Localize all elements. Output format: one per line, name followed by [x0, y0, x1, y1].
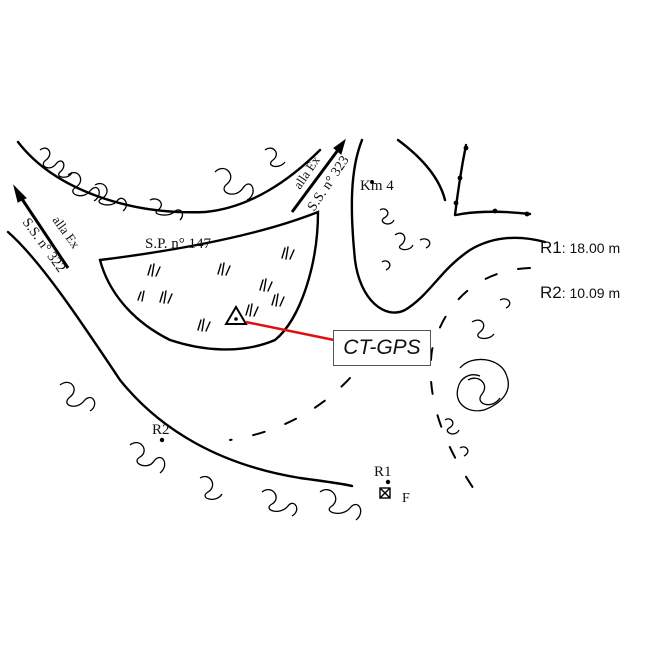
- legend-r2-name: R2: [540, 283, 562, 302]
- station-label-box: CT-GPS: [333, 330, 431, 366]
- road-right-branch: [454, 210, 532, 217]
- label-km4: Km 4: [360, 178, 394, 194]
- legend-r2-value: 10.09 m: [570, 285, 621, 301]
- r1-symbol-icon: [379, 487, 391, 499]
- r2-point-dot: [159, 437, 165, 443]
- grass-tufts: [137, 246, 295, 332]
- legend-r2: R2: 10.09 m: [540, 283, 620, 302]
- legend-r2-sep: :: [562, 285, 570, 301]
- pointer-line: [245, 320, 335, 342]
- shrubs: [39, 147, 511, 521]
- label-r1-point: R1: [374, 464, 392, 480]
- label-sp147: S.P. n° 147: [145, 236, 212, 252]
- legend-r1: R1: 18.00 m: [540, 238, 620, 257]
- arrow-ss323: [290, 138, 346, 213]
- gps-station-marker: [224, 305, 248, 325]
- r1-point-dot: [385, 479, 391, 485]
- label-r2-point: R2: [152, 422, 170, 438]
- radius-r2-arc: [229, 377, 351, 441]
- road-outer-arc: [16, 140, 322, 214]
- arrow-ss322: [13, 184, 70, 269]
- road-ss322-edge: [6, 230, 354, 488]
- legend-r1-name: R1: [540, 238, 562, 257]
- legend-r1-sep: :: [562, 240, 570, 256]
- radius-r1-arc: [429, 267, 531, 506]
- survey-dots: [370, 145, 530, 217]
- station-label: CT-GPS: [343, 336, 421, 359]
- road-km4-island: [350, 138, 547, 314]
- label-f-mark: F: [402, 491, 410, 506]
- legend-r1-value: 18.00 m: [570, 240, 621, 256]
- road-right-upper: [396, 138, 447, 202]
